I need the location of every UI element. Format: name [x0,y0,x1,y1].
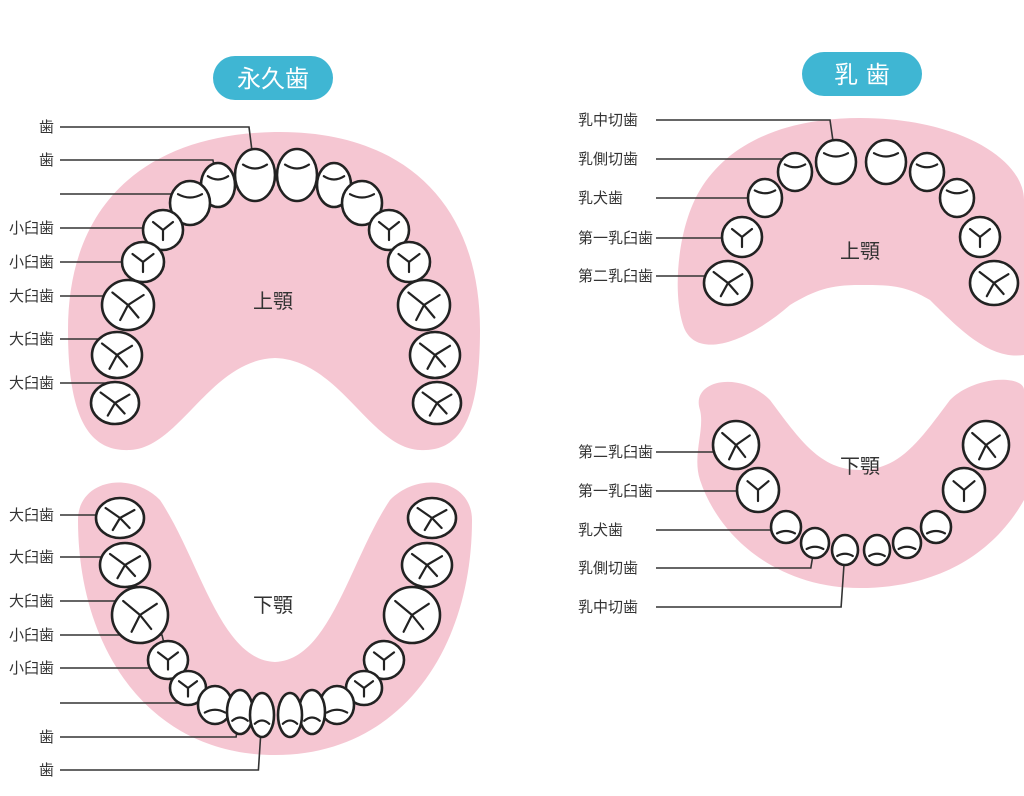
primary-upper-label: 乳中切歯 [578,111,638,129]
permanent-lower-tooth-right [406,496,458,540]
primary-lower-tooth-right [862,533,892,567]
permanent-upper-tooth-left [233,147,277,203]
primary-lower-tooth-left [799,526,831,560]
permanent-upper-tooth-left [168,179,212,227]
primary-lower-tooth-left [830,533,860,567]
permanent-lower-jaw-label: 下顎 [253,593,293,617]
primary-badge [802,52,922,96]
primary-upper-tooth-right [908,151,946,193]
permanent-lower-tooth-left [110,585,170,645]
permanent-upper-tooth-left [89,380,141,426]
primary-lower-tooth-left [711,419,761,471]
permanent-upper-tooth-right [367,208,411,252]
primary-lower-tooth-left [735,466,781,514]
primary-lower-label: 乳中切歯 [578,598,638,616]
primary-upper-tooth-left [814,138,858,186]
primary-upper-label: 乳側切歯 [578,150,638,168]
primary-lower-label: 乳犬歯 [578,521,623,539]
primary-lower-tooth-right [891,526,923,560]
permanent-lower-tooth-right [318,684,356,726]
permanent-title: 永久歯 [237,65,309,93]
primary-upper-tooth-right [968,259,1020,307]
primary-upper-label: 第一乳臼歯 [578,229,653,247]
permanent-upper-label: 大臼歯 [9,330,54,348]
permanent-upper-label: 歯 [39,118,54,136]
permanent-lower-tooth-right [362,639,406,681]
permanent-upper-label: 大臼歯 [9,287,54,305]
permanent-lower-tooth-right [400,541,454,589]
permanent-upper-tooth-right [411,380,463,426]
primary-lower-label: 第一乳臼歯 [578,482,653,500]
primary-lower-label: 第二乳臼歯 [578,443,653,461]
permanent-upper-tooth-left [100,278,156,332]
primary-upper-tooth-left [720,215,764,259]
permanent-upper-tooth-left [90,330,144,380]
permanent-lower-label: 小臼歯 [9,626,54,644]
primary-upper-jaw-label: 上顎 [840,239,880,263]
primary-lower-tooth-right [919,509,953,545]
primary-upper-tooth-right [938,177,976,219]
primary-lower-label: 乳側切歯 [578,559,638,577]
primary-title: 乳 歯 [834,61,890,89]
permanent-lower-tooth-right [276,691,304,739]
primary-upper-label: 乳犬歯 [578,189,623,207]
primary-upper-tooth-right [864,138,908,186]
permanent-upper-tooth-right [275,147,319,203]
permanent-lower-tooth-left [94,496,146,540]
leader-line [656,549,846,608]
permanent-lower-label: 大臼歯 [9,506,54,524]
permanent-lower-label: 歯 [39,728,54,746]
permanent-lower-tooth-right [382,585,442,645]
primary-lower-tooth-left [769,509,803,545]
permanent-lower-label: 大臼歯 [9,592,54,610]
permanent-upper-jaw-label: 上顎 [253,289,293,313]
primary-upper-tooth-left [776,151,814,193]
primary-upper-tooth-right [958,215,1002,259]
primary-lower-jaw-label: 下顎 [840,454,880,478]
permanent-lower-label: 大臼歯 [9,548,54,566]
permanent-upper-tooth-left [120,240,166,284]
permanent-upper-tooth-right [386,240,432,284]
permanent-upper-label: 大臼歯 [9,374,54,392]
permanent-upper-tooth-left [141,208,185,252]
permanent-badge [213,56,333,100]
permanent-upper-label: 小臼歯 [9,253,54,271]
permanent-upper-label: 歯 [39,151,54,169]
permanent-upper-label: 小臼歯 [9,219,54,237]
permanent-lower-tooth-left [98,541,152,589]
primary-lower-tooth-right [941,466,987,514]
permanent-lower-label: 歯 [39,761,54,779]
permanent-upper-tooth-right [340,179,384,227]
permanent-lower-tooth-left [146,639,190,681]
primary-upper-tooth-left [702,259,754,307]
permanent-lower-tooth-left [248,691,276,739]
primary-lower-tooth-right [961,419,1011,471]
permanent-upper-tooth-right [408,330,462,380]
primary-upper-tooth-left [746,177,784,219]
permanent-lower-label: 小臼歯 [9,659,54,677]
permanent-upper-tooth-right [396,278,452,332]
primary-upper-label: 第二乳臼歯 [578,267,653,285]
